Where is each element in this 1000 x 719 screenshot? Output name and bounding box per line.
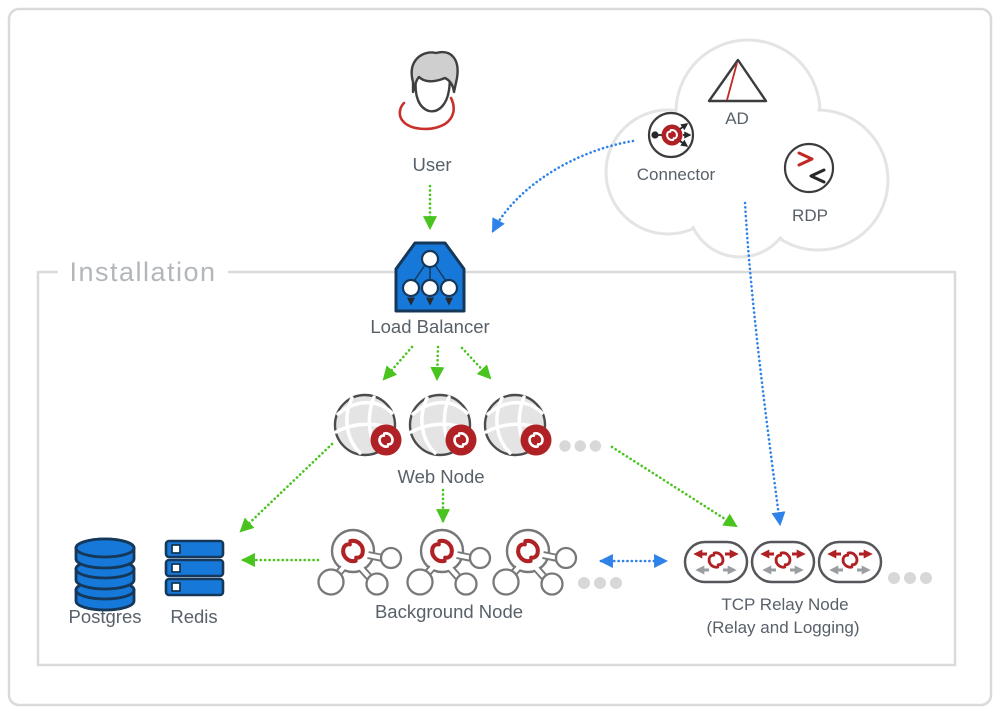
arrow-load-balancer-to-web-node-right [460,346,492,380]
connector-label: Connector [637,165,716,184]
background-node-ellipsis [578,577,622,589]
connector-icon [647,111,695,159]
redis-icon [164,539,225,597]
load-balancer-icon [394,241,466,313]
ad-label: AD [725,109,749,128]
ad-icon [707,58,768,103]
tcp-relay-ellipsis [888,572,932,584]
user-icon [398,50,459,131]
tcp-relay-node-icon [685,542,747,582]
load-balancer-label: Load Balancer [370,316,489,337]
arrow-load-balancer-to-web-node-center [430,345,445,382]
postgres-icon [74,537,136,612]
arrow-web-node-to-redis [239,442,334,533]
arrow-web-node-to-tcp-relay [610,445,738,528]
tcp-relay-label: TCP Relay Node [721,595,848,614]
installation-label: Installation [69,257,216,287]
installation-box [36,258,957,667]
arrow-connector-to-load-balancer [491,139,635,233]
web-node-ellipsis [559,440,602,452]
postgres-label: Postgres [68,606,141,627]
rdp-icon [783,142,835,194]
arrow-cloud-to-tcp-relay [743,201,786,527]
tcp-relay-sublabel: (Relay and Logging) [706,618,859,637]
web-node-label: Web Node [397,466,484,487]
tcp-relay-node-icon [819,542,881,582]
background-node-label: Background Node [375,601,523,622]
rdp-label: RDP [792,206,828,225]
cloud-shape [604,38,890,259]
user-label: User [412,154,451,175]
redis-label: Redis [170,606,217,627]
tcp-relay-node-icon [752,542,814,582]
arrow-load-balancer-to-web-node-left [382,345,414,381]
